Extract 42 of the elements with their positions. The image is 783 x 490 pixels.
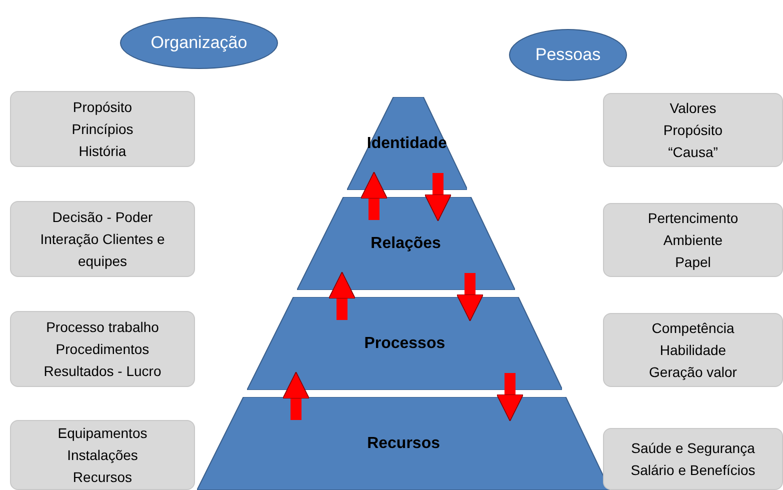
box-text: Recursos (72, 468, 132, 487)
rounded-box (10, 420, 195, 490)
box-text: Interação Clientes e equipes (39, 230, 166, 271)
box-text: Princípios (72, 120, 134, 139)
box-text: Ambiente (663, 231, 723, 250)
box-text: Saúde e Segurança (631, 439, 755, 458)
box-text: Propósito (663, 121, 723, 140)
box-text: “Causa” (668, 143, 718, 162)
ellipse-label: Organização (150, 32, 248, 54)
box-text: Propósito (72, 98, 132, 117)
box-text: Decisão - Poder (52, 208, 153, 227)
block-arrow (328, 272, 356, 320)
box-text: Salário e Benefícios (630, 461, 756, 480)
box-text: Resultados - Lucro (44, 362, 162, 381)
box-text: Geração valor (649, 363, 737, 382)
layer-label: Recursos (367, 434, 440, 454)
rounded-box (10, 91, 195, 167)
block-arrow (496, 373, 524, 422)
rounded-box (603, 428, 783, 490)
box-text: Habilidade (660, 341, 726, 360)
box-text: Processo trabalho (46, 318, 159, 337)
rounded-box (603, 203, 783, 277)
box-text: Papel (675, 253, 711, 272)
block-arrow (360, 172, 388, 220)
box-text: Instalações (67, 446, 138, 465)
ellipse-label: Pessoas (535, 44, 601, 66)
layer-label: Processos (364, 334, 446, 354)
layer-label: Relações (370, 234, 441, 254)
block-arrow (456, 273, 484, 322)
block-arrow (424, 173, 452, 222)
box-text: História (78, 142, 126, 161)
box-text: Competência (652, 319, 734, 338)
rounded-box (10, 311, 195, 387)
rounded-box (603, 93, 783, 167)
block-arrow (282, 372, 310, 420)
rounded-box (603, 313, 783, 387)
box-text: Pertencimento (648, 209, 738, 228)
rounded-box (10, 201, 195, 277)
layer-label: Identidade (366, 134, 447, 154)
box-text: Procedimentos (56, 340, 150, 359)
box-text: Equipamentos (58, 424, 148, 443)
box-text: Valores (670, 99, 716, 118)
